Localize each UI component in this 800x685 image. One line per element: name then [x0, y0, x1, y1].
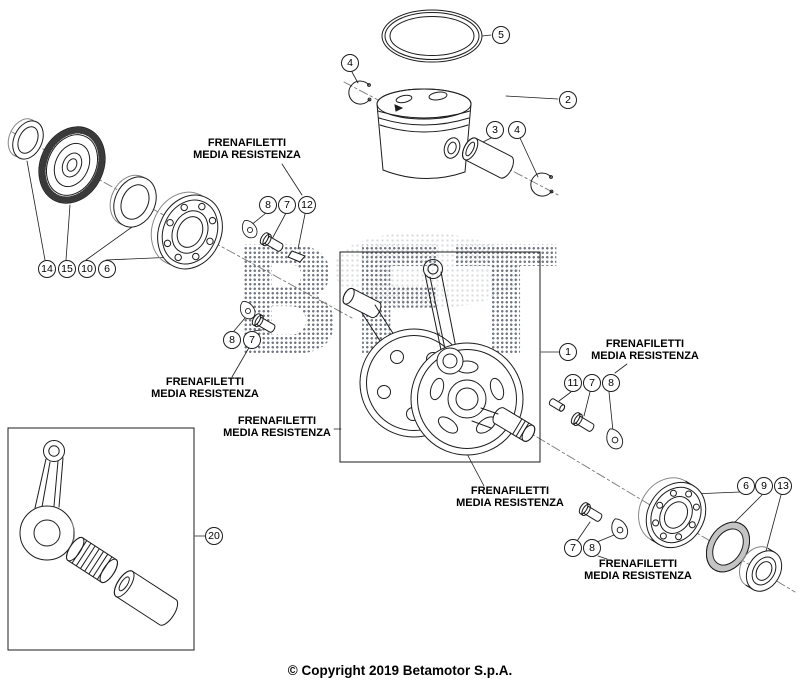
main-bearing-right	[638, 477, 707, 549]
screw-bottom	[577, 500, 605, 525]
callout-bearing-left[interactable]: 6	[98, 260, 116, 278]
callout-bearing-small[interactable]: 13	[774, 477, 792, 495]
kit-connecting-rod	[19, 440, 75, 561]
crankshaft	[342, 259, 536, 456]
note-line: MEDIA RESISTENZA	[456, 496, 564, 509]
callout-washer[interactable]: 10	[78, 260, 96, 278]
callout-screw-mid[interactable]: 7	[243, 331, 261, 349]
callout-crankshaft[interactable]: 1	[559, 343, 577, 361]
circlip-left	[348, 80, 372, 105]
oil-seal	[705, 521, 751, 573]
note-line: FRENAFILETTI	[237, 415, 317, 427]
callout-screw-top[interactable]: 7	[278, 196, 296, 214]
crank-pin	[436, 347, 464, 375]
callout-screw-bottom[interactable]: 7	[564, 539, 582, 557]
note-line: MEDIA RESISTENZA	[223, 426, 331, 439]
callout-piston-pin[interactable]: 3	[486, 121, 504, 139]
callout-key[interactable]: 12	[298, 196, 316, 214]
piston	[376, 88, 472, 179]
piston-ring	[381, 9, 483, 63]
crank-web-right	[410, 342, 524, 456]
threadlocker-note-5: FRENAFILETTI MEDIA RESISTENZA	[445, 485, 575, 510]
dowel-pin	[547, 397, 567, 413]
callout-gear[interactable]: 15	[58, 260, 76, 278]
connecting-rod	[423, 259, 457, 351]
crank-left-shaft	[342, 287, 382, 319]
main-bearing-left	[150, 191, 223, 270]
note-line: FRENAFILETTI	[165, 376, 245, 388]
crankshaft-group-box	[339, 251, 541, 463]
threadlocker-note-2: FRENAFILETTI MEDIA RESISTENZA	[140, 376, 270, 401]
note-line: MEDIA RESISTENZA	[591, 349, 699, 362]
note-line: FRENAFILETTI	[605, 338, 685, 350]
callout-bearing-right[interactable]: 6	[737, 477, 755, 495]
woodruff-key	[287, 250, 306, 263]
conrod-kit	[19, 440, 179, 626]
tab-washer-right	[601, 427, 628, 452]
threadlocker-note-3: FRENAFILETTI MEDIA RESISTENZA	[212, 415, 342, 440]
callout-circlip-left[interactable]: 4	[341, 54, 359, 72]
tab-washer-bottom	[606, 517, 633, 542]
conrod-kit-box	[7, 427, 195, 651]
note-line: FRENAFILETTI	[470, 485, 550, 497]
callout-tab-right[interactable]: 8	[602, 374, 620, 392]
note-line: MEDIA RESISTENZA	[584, 569, 692, 582]
callout-tab-mid[interactable]: 8	[223, 331, 241, 349]
piston-pin	[462, 137, 514, 179]
crank-right-shaft	[492, 407, 536, 442]
bearing-small-right	[739, 546, 783, 592]
callout-seal-left[interactable]: 14	[38, 260, 56, 278]
kit-crank-pin	[113, 570, 179, 626]
seal-collar	[7, 118, 44, 160]
thrust-washer	[109, 174, 157, 228]
threadlocker-note-6: FRENAFILETTI MEDIA RESISTENZA	[573, 558, 703, 583]
callout-piston[interactable]: 2	[559, 91, 577, 109]
note-line: FRENAFILETTI	[598, 558, 678, 570]
screw-right	[569, 410, 597, 435]
circlip-right	[530, 172, 554, 197]
screw-top	[258, 230, 286, 255]
callout-tab-bottom[interactable]: 8	[583, 539, 601, 557]
threadlocker-note-4: FRENAFILETTI MEDIA RESISTENZA	[580, 338, 710, 363]
copyright-text: © Copyright 2019 Betamotor S.p.A.	[287, 663, 513, 678]
callout-conrod-kit[interactable]: 20	[205, 527, 223, 545]
callout-dowel[interactable]: 11	[564, 374, 582, 392]
callout-circlip-right[interactable]: 4	[508, 121, 526, 139]
primary-gear	[38, 126, 106, 204]
callout-oil-seal[interactable]: 9	[755, 477, 773, 495]
note-line: MEDIA RESISTENZA	[151, 387, 259, 400]
callout-tab-top[interactable]: 8	[259, 196, 277, 214]
tab-washer-top	[238, 218, 261, 241]
threadlocker-note-1: FRENAFILETTI MEDIA RESISTENZA	[182, 137, 312, 162]
note-line: MEDIA RESISTENZA	[193, 148, 301, 161]
needle-bearing	[66, 536, 118, 584]
note-line: FRENAFILETTI	[207, 137, 287, 149]
callout-screw-right[interactable]: 7	[583, 374, 601, 392]
callout-piston-ring[interactable]: 5	[492, 26, 510, 44]
